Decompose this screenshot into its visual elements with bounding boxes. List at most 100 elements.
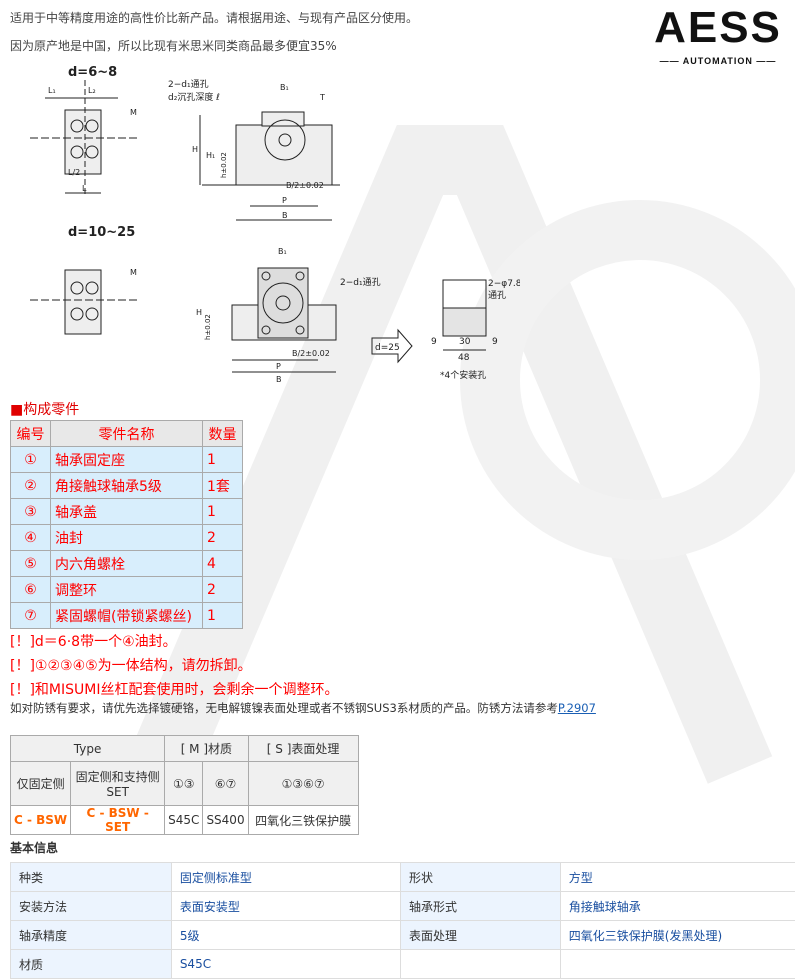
header-no: 编号 bbox=[10, 420, 51, 447]
field-value: 四氧化三铁保护膜(发黑处理) bbox=[559, 920, 795, 950]
field-value: 方型 bbox=[559, 862, 795, 892]
dim-B: B bbox=[276, 375, 282, 384]
catalog-page-link[interactable]: P.2907 bbox=[557, 701, 596, 715]
field-label: 轴承精度 bbox=[10, 920, 172, 950]
dim-9: 9 bbox=[492, 337, 498, 347]
cell: 1套 bbox=[202, 472, 243, 499]
cell: 油封 bbox=[50, 524, 203, 551]
intro-line-2: 因为原产地是中国，所以比现有米思米同类商品最多便宜35% bbox=[10, 39, 337, 53]
cell: ⑥⑦ bbox=[202, 761, 249, 806]
cell: 紧固螺帽(带锁紧螺丝) bbox=[50, 602, 203, 629]
dim-P: P bbox=[282, 196, 287, 205]
dim-48: 48 bbox=[458, 353, 470, 363]
cell: ④ bbox=[10, 524, 51, 551]
logo-tagline: —— AUTOMATION —— bbox=[659, 56, 777, 66]
dim-h: h±0.02 bbox=[220, 152, 228, 178]
note-2: [！]①②③④⑤为一体结构，请勿拆卸。 bbox=[10, 658, 252, 674]
table-row: 种类固定侧标准型形状方型 bbox=[10, 862, 795, 892]
field-value bbox=[559, 949, 795, 979]
cell: ⑥ bbox=[10, 576, 51, 603]
cell: 角接触球轴承5级 bbox=[50, 472, 203, 499]
cell: 调整环 bbox=[50, 576, 203, 603]
dim-L2: L₂ bbox=[88, 86, 96, 95]
dim-M: M bbox=[130, 108, 137, 117]
cell: 1 bbox=[202, 602, 243, 629]
type-code-set[interactable]: C - BSW - SET bbox=[70, 805, 166, 835]
cell: 轴承固定座 bbox=[50, 446, 203, 473]
cell: 内六角螺栓 bbox=[50, 550, 203, 577]
hole-label: 2−d₁通孔 bbox=[168, 79, 209, 90]
parts-section-title: ■构成零件 bbox=[10, 402, 80, 418]
header-qty: 数量 bbox=[202, 420, 243, 447]
logo: AESS —— AUTOMATION —— bbox=[648, 3, 788, 67]
header-name: 零件名称 bbox=[50, 420, 203, 447]
dim-H: H bbox=[196, 308, 202, 317]
logo-name: AESS bbox=[654, 3, 782, 52]
cell: 仅固定侧 bbox=[9, 761, 72, 806]
cell: ① bbox=[10, 446, 51, 473]
header-surface: [ S ]表面处理 bbox=[247, 735, 359, 762]
dim-L1: L₁ bbox=[48, 86, 56, 95]
dim-B1: B₁ bbox=[278, 247, 287, 256]
dim-9: 9 bbox=[431, 337, 437, 347]
cell: 固定侧和支持侧SET bbox=[70, 761, 166, 806]
dim-T: T bbox=[319, 93, 325, 102]
mount-holes-note: *4个安装孔 bbox=[440, 369, 486, 381]
dim-h: h±0.02 bbox=[204, 314, 212, 340]
cell: 1 bbox=[202, 498, 243, 525]
field-label: 轴承形式 bbox=[399, 891, 561, 921]
field-label: 表面处理 bbox=[399, 920, 561, 950]
rust-info: 如对防锈有要求，请优先选择镀硬铬，无电解镀镍表面处理或者不锈钢SUS3系材质的产… bbox=[10, 700, 596, 716]
field-value: 5级 bbox=[170, 920, 401, 950]
dim-H: H bbox=[192, 145, 198, 154]
cell: 2 bbox=[202, 524, 243, 551]
technical-drawing: d=6~8 d=10~25 2−d₁通孔 d₂沉孔深度 ℓ 2−d₁通孔 2−φ… bbox=[30, 65, 520, 384]
cell: S45C bbox=[164, 805, 204, 835]
field-value: 固定侧标准型 bbox=[170, 862, 401, 892]
dim-L-half: L/2 bbox=[68, 168, 80, 177]
field-label bbox=[399, 949, 561, 979]
rust-info-text: 如对防锈有要求，请优先选择镀硬铬，无电解镀镍表面处理或者不锈钢SUS3系材质的产… bbox=[10, 701, 558, 715]
cell: ③ bbox=[10, 498, 51, 525]
table-row: 安装方法表面安装型轴承形式角接触球轴承 bbox=[10, 891, 795, 921]
cell: ⑤ bbox=[10, 550, 51, 577]
field-label: 种类 bbox=[10, 862, 172, 892]
dim-B1: B₁ bbox=[280, 83, 289, 92]
cell: 2 bbox=[202, 576, 243, 603]
cell: 4 bbox=[202, 550, 243, 577]
field-label: 安装方法 bbox=[10, 891, 172, 921]
cell: ①③ bbox=[164, 761, 204, 806]
field-value: S45C bbox=[170, 949, 401, 979]
header-type: Type bbox=[9, 735, 166, 762]
hole-label-2: 2−d₁通孔 bbox=[340, 277, 381, 288]
cell: ② bbox=[10, 472, 51, 499]
cell: SS400 bbox=[202, 805, 249, 835]
field-value: 角接触球轴承 bbox=[559, 891, 795, 921]
cell: ⑦ bbox=[10, 602, 51, 629]
dim-H1: H₁ bbox=[206, 151, 215, 160]
type-code[interactable]: C - BSW bbox=[9, 805, 72, 835]
cell: 四氧化三铁保护膜 bbox=[247, 805, 359, 835]
dim-P: P bbox=[276, 362, 281, 371]
dim-B2: B/2±0.02 bbox=[286, 181, 324, 190]
d25-label: d=25 bbox=[375, 343, 400, 353]
through-label: 通孔 bbox=[488, 290, 506, 301]
dim-30: 30 bbox=[459, 337, 471, 347]
title-d6-8: d=6~8 bbox=[68, 65, 117, 80]
field-value: 表面安装型 bbox=[170, 891, 401, 921]
header-material: [ M ]材质 bbox=[164, 735, 249, 762]
basic-info-title: 基本信息 bbox=[10, 841, 59, 855]
field-label: 材质 bbox=[10, 949, 172, 979]
dim-B2: B/2±0.02 bbox=[292, 349, 330, 358]
